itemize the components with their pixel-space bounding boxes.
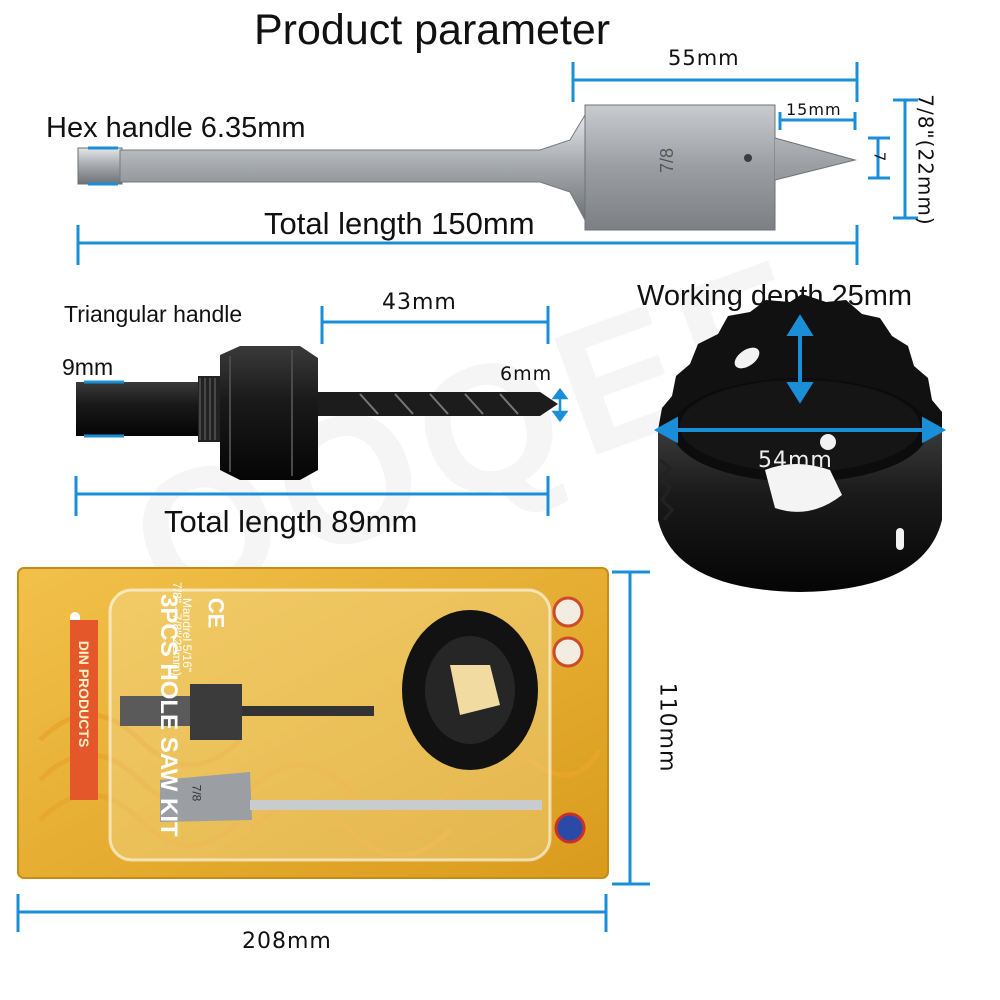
tip-length-label: 15mm xyxy=(786,100,842,119)
diameter-dimension xyxy=(893,98,918,220)
triangular-handle-label: Triangular handle xyxy=(64,301,243,327)
ce-mark: CE xyxy=(203,597,229,629)
hole-saw-image xyxy=(657,294,942,592)
tip-length-dimension xyxy=(778,112,857,130)
blade-width-label: 55mm xyxy=(668,46,740,70)
arbor-total-length-label: Total length 89mm xyxy=(164,504,418,539)
working-depth-label: Working depth 25mm xyxy=(637,280,913,312)
drill-length-dimension xyxy=(320,306,550,344)
package-height-label: 110mm xyxy=(654,682,680,773)
tip-width-label: 7 xyxy=(870,151,889,163)
spade-total-dimension xyxy=(76,225,859,265)
diameter-label: 7/8"(22mm) xyxy=(913,94,938,226)
hex-handle-label: Hex handle 6.35mm xyxy=(46,112,306,144)
drill-diameter-dimension xyxy=(551,387,569,423)
spade-total-length-label: Total length 150mm xyxy=(264,206,535,241)
arbor-total-dimension xyxy=(74,476,550,516)
spade-stamp: 7/8 xyxy=(657,147,678,174)
package-width-dimension xyxy=(16,894,608,932)
package-width-label: 208mm xyxy=(242,929,332,954)
package-image xyxy=(17,567,609,879)
package-height-dimension xyxy=(612,570,650,886)
saw-diameter-arrow xyxy=(653,416,947,444)
saw-diameter-label: 54mm xyxy=(758,448,833,473)
arbor-image xyxy=(76,346,558,480)
package-brand-label: DIN PRODUCTS xyxy=(76,640,92,748)
drill-length-label: 43mm xyxy=(382,290,457,315)
page-title: Product parameter xyxy=(254,6,611,54)
package-subtext-2: Mandrel 5/16" xyxy=(180,597,195,673)
handle-size-label: 9mm xyxy=(62,354,114,380)
working-depth-arrow xyxy=(786,314,814,404)
tip-width-dimension xyxy=(868,136,890,180)
blade-width-dimension xyxy=(571,62,859,102)
package-brand-band xyxy=(70,620,98,800)
spade-bit-image xyxy=(77,104,857,231)
package-bit-stamp: 7/8 xyxy=(189,784,204,802)
drill-diameter-label: 6mm xyxy=(500,363,553,385)
